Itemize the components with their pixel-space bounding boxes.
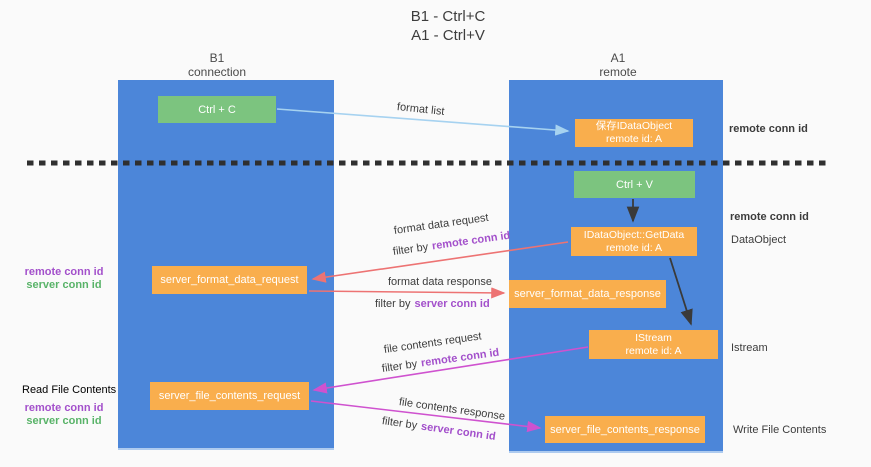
b1-subtitle: connection <box>187 65 247 79</box>
getdata-line2: remote id: A <box>605 241 663 254</box>
left-conn-id-stack-format: remote conn id server conn id <box>22 266 106 292</box>
server-format-data-response-box: server_format_data_response <box>509 280 666 308</box>
save-idataobject-line2: remote id: A <box>605 133 663 145</box>
server-file-contents-response-box: server_file_contents_response <box>545 416 705 443</box>
diagram-title: B1 - Ctrl+C A1 - Ctrl+V <box>338 7 558 45</box>
format-data-response-arrow <box>308 287 506 299</box>
istream-line2: remote id: A <box>625 344 682 357</box>
server-conn-id-text: server conn id <box>420 420 497 443</box>
server-format-data-response-label: server_format_data_response <box>514 288 661 300</box>
idataobject-getdata-box: IDataObject::GetData remote id: A <box>571 227 697 256</box>
left-remote-conn-id-format: remote conn id <box>24 266 104 278</box>
left-remote-conn-id-file: remote conn id <box>24 402 104 414</box>
remote-conn-id-text: remote conn id <box>431 229 511 253</box>
istream-line1: IStream <box>635 331 672 344</box>
right-write-file-contents-label: Write File Contents <box>733 424 827 436</box>
server-conn-id-text: server conn id <box>414 298 490 310</box>
server-file-contents-request-box: server_file_contents_request <box>150 382 309 410</box>
format-list-label: format list <box>396 101 446 118</box>
a1-name: A1 <box>610 51 626 65</box>
save-idataobject-box: 保存IDataObject remote id: A <box>575 119 693 147</box>
filter-by-text: filter by <box>381 358 418 375</box>
save-idataobject-line1: 保存IDataObject <box>595 120 673 132</box>
ctrl-c-box: Ctrl + C <box>158 96 276 123</box>
a1-subtitle: remote <box>599 65 637 79</box>
column-header-a1: A1 remote <box>568 51 668 79</box>
right-remote-conn-id-mid: remote conn id <box>730 211 809 223</box>
title-line-1: B1 - Ctrl+C <box>410 8 486 25</box>
format-data-request-label: format data request <box>393 211 490 237</box>
server-file-contents-response-label: server_file_contents_response <box>550 423 700 436</box>
filter-by-text: filter by <box>392 241 429 258</box>
left-server-conn-id-format: server conn id <box>26 279 102 291</box>
right-remote-conn-id-top: remote conn id <box>729 123 808 135</box>
left-file-label-stack: Read File Contents remote conn id server… <box>22 384 117 428</box>
filter-by-server-conn-id-format: filter by server conn id <box>375 298 490 310</box>
getdata-line1: IDataObject::GetData <box>583 228 685 241</box>
server-file-contents-request-label: server_file_contents_request <box>158 390 301 402</box>
istream-box: IStream remote id: A <box>589 330 718 359</box>
title-line-2: A1 - Ctrl+V <box>411 27 485 44</box>
b1-name: B1 <box>209 51 225 65</box>
right-dataobject-label: DataObject <box>731 234 787 246</box>
format-data-response-label: format data response <box>388 276 492 288</box>
filter-by-text: filter by <box>375 298 411 310</box>
ctrl-v-box: Ctrl + V <box>574 171 695 198</box>
server-format-data-request-box: server_format_data_request <box>152 266 307 294</box>
left-read-file-contents-label: Read File Contents <box>22 384 117 396</box>
ctrl-v-label: Ctrl + V <box>616 178 653 191</box>
remote-conn-id-text: remote conn id <box>420 346 500 370</box>
right-istream-label: Istream <box>731 342 768 354</box>
column-header-b1: B1 connection <box>167 51 267 79</box>
left-server-conn-id-file: server conn id <box>26 415 102 427</box>
server-format-data-request-label: server_format_data_request <box>160 274 299 286</box>
filter-by-text: filter by <box>381 415 418 432</box>
ctrl-c-label: Ctrl + C <box>198 103 236 116</box>
